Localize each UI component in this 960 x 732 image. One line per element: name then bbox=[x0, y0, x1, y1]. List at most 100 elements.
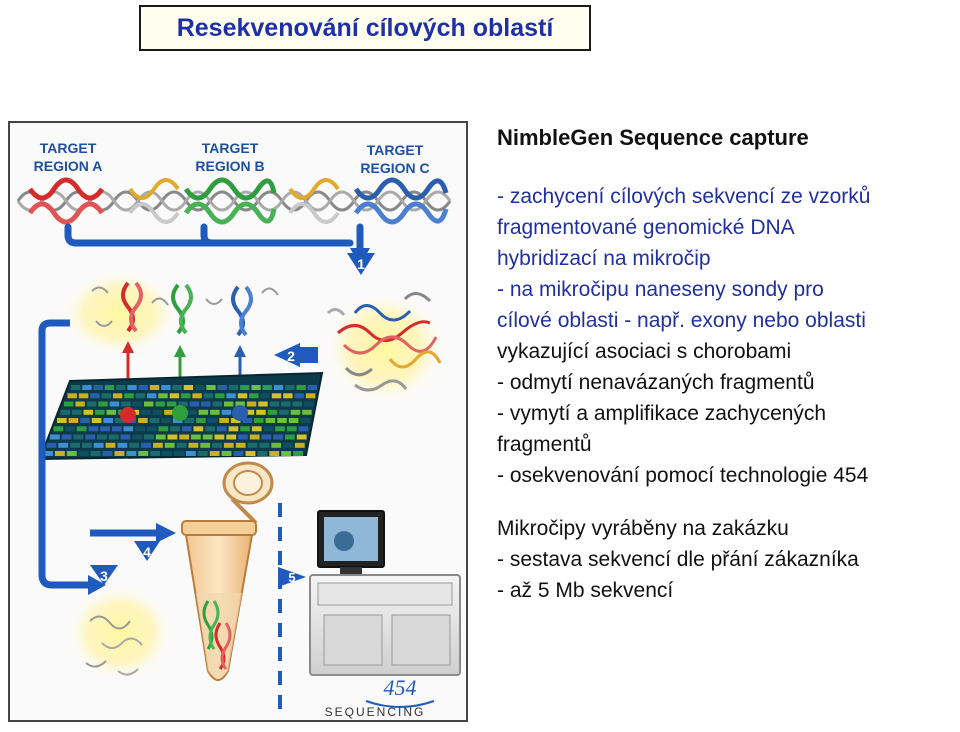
array-spot bbox=[68, 418, 79, 423]
array-spot bbox=[61, 434, 72, 440]
target-b-line2: REGION B bbox=[195, 158, 264, 174]
array-spot bbox=[256, 409, 266, 415]
array-spot bbox=[166, 401, 177, 407]
array-spot bbox=[285, 434, 295, 440]
array-spot bbox=[247, 442, 258, 448]
microarray-spots bbox=[43, 385, 317, 456]
array-spot bbox=[86, 401, 97, 407]
blue-arrow-up-head bbox=[234, 345, 246, 357]
description-line: fragmentů bbox=[497, 433, 592, 456]
array-spot bbox=[269, 451, 280, 456]
array-spot bbox=[97, 434, 107, 440]
array-spot bbox=[189, 401, 200, 407]
description-line: - na mikročipu naneseny sondy pro bbox=[497, 278, 824, 301]
array-spot bbox=[212, 442, 222, 448]
array-spot bbox=[181, 426, 192, 432]
capture-workflow-figure: TARGET REGION A TARGET REGION B TARGET R… bbox=[8, 121, 468, 722]
array-spot bbox=[108, 434, 119, 440]
array-spot bbox=[67, 393, 77, 399]
array-spot bbox=[198, 409, 209, 415]
captured-helices bbox=[121, 281, 253, 337]
array-spot bbox=[141, 442, 151, 448]
array-spot bbox=[197, 451, 208, 456]
array-spot bbox=[144, 401, 154, 407]
array-spot bbox=[66, 451, 77, 456]
array-spot bbox=[102, 451, 113, 456]
array-spot bbox=[254, 418, 264, 423]
array-spot bbox=[304, 401, 314, 407]
array-spot bbox=[261, 434, 272, 440]
array-spot bbox=[305, 393, 316, 399]
array-spot bbox=[80, 418, 90, 423]
array-spot bbox=[228, 385, 239, 390]
description-line: - vymytí a amplifikace zachycených bbox=[497, 402, 827, 425]
array-spot bbox=[158, 426, 169, 432]
step-1-number: 1 bbox=[357, 256, 365, 272]
array-spot bbox=[167, 434, 178, 440]
array-spot bbox=[223, 442, 234, 448]
array-spot bbox=[244, 409, 255, 415]
array-spot bbox=[149, 418, 160, 423]
array-spot bbox=[302, 409, 312, 415]
array-spot bbox=[98, 401, 108, 407]
array-spot bbox=[178, 401, 188, 407]
array-spot bbox=[132, 401, 142, 407]
array-spot bbox=[237, 393, 248, 399]
array-spot bbox=[210, 409, 220, 415]
collection-bracket bbox=[64, 223, 364, 253]
array-spot bbox=[273, 385, 284, 390]
array-spot bbox=[174, 451, 184, 456]
array-spot bbox=[141, 409, 151, 415]
array-spot bbox=[71, 385, 81, 390]
array-spot bbox=[187, 409, 197, 415]
array-spot bbox=[257, 451, 268, 456]
sequencer-instrument bbox=[309, 510, 461, 676]
description-line: cílové oblasti - např. exony nebo oblast… bbox=[497, 309, 866, 332]
array-spot bbox=[164, 442, 175, 448]
array-spot bbox=[283, 393, 293, 399]
array-spot bbox=[95, 409, 105, 415]
array-spot bbox=[93, 442, 104, 448]
array-spot bbox=[285, 385, 295, 390]
array-spot bbox=[91, 418, 102, 423]
array-spot bbox=[296, 385, 306, 390]
array-spot bbox=[144, 434, 154, 440]
step-3-number: 3 bbox=[100, 568, 108, 584]
probe-red bbox=[120, 407, 136, 423]
array-spot bbox=[249, 434, 260, 440]
array-spot bbox=[101, 393, 111, 399]
array-spot bbox=[135, 426, 145, 432]
array-spot bbox=[228, 426, 239, 432]
array-spot bbox=[78, 393, 89, 399]
step-2-number: 2 bbox=[287, 348, 295, 364]
array-spot bbox=[203, 393, 214, 399]
description-line: - odmytí nenavázaných fragmentů bbox=[497, 371, 815, 394]
probe-blue bbox=[232, 405, 248, 421]
array-line: - sestava sekvencí dle přání zákazníka bbox=[497, 548, 859, 571]
array-spot bbox=[233, 451, 244, 456]
array-spot bbox=[192, 393, 202, 399]
capture-description: - zachycení cílových sekvencí ze vzorků … bbox=[497, 181, 957, 491]
array-spot bbox=[224, 401, 234, 407]
array-spot bbox=[226, 434, 237, 440]
array-description: Mikročipy vyráběny na zakázku - sestava … bbox=[497, 513, 957, 606]
array-spot bbox=[75, 401, 85, 407]
step-1-marker bbox=[347, 253, 375, 275]
array-spot bbox=[293, 451, 303, 456]
brand-sequencing-word: SEQUENCING bbox=[325, 705, 426, 719]
array-spot bbox=[46, 442, 57, 448]
array-spot bbox=[207, 418, 218, 423]
array-spot bbox=[269, 401, 280, 407]
array-spot bbox=[240, 385, 250, 390]
array-spot bbox=[212, 401, 222, 407]
array-spot bbox=[106, 409, 116, 415]
array-spot bbox=[50, 434, 60, 440]
elution-loop-arrow bbox=[38, 319, 88, 589]
array-spot bbox=[153, 442, 163, 448]
array-spot bbox=[129, 442, 140, 448]
array-spot bbox=[221, 409, 232, 415]
array-spot bbox=[246, 401, 257, 407]
array-spot bbox=[121, 401, 131, 407]
array-spot bbox=[238, 434, 248, 440]
description-line: - osekvenování pomocí technologie 454 bbox=[497, 464, 869, 487]
